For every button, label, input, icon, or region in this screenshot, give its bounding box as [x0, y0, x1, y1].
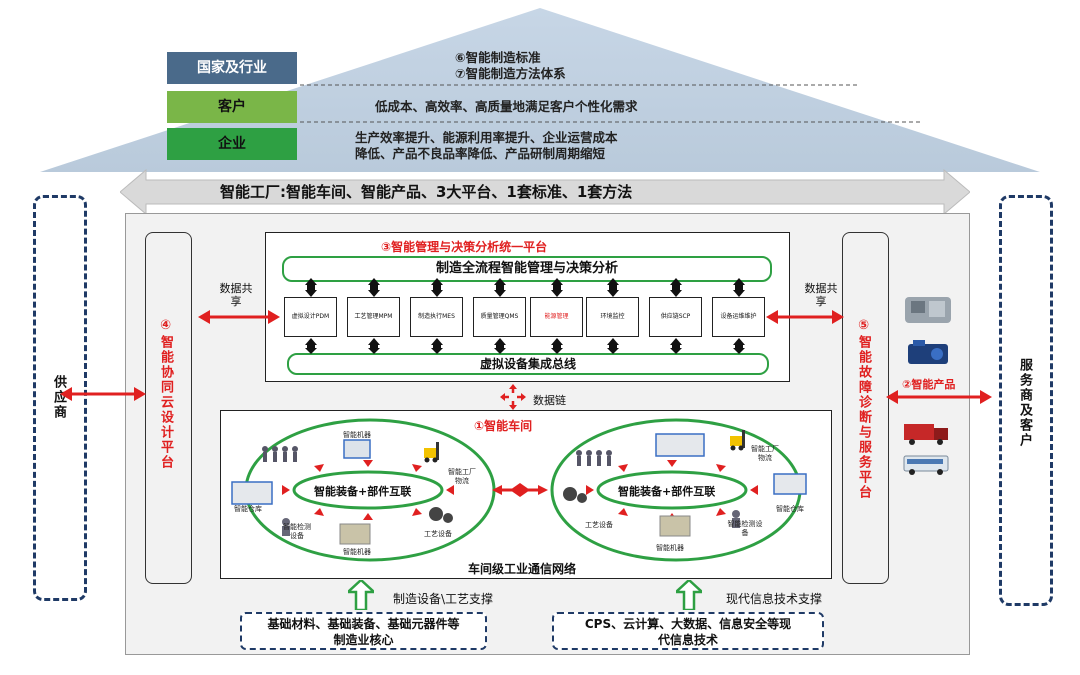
workshop-left-label-2: 智能仓库 — [234, 505, 262, 513]
roof-text-enterprise-1: 生产效率提升、能源利用率提升、企业运营成本 — [355, 130, 618, 145]
roof-label-enterprise: 企业 — [167, 128, 297, 160]
workshop-right-label-3: 智能检测设备 — [727, 520, 763, 537]
smart-product-label: ②智能产品 — [902, 378, 956, 391]
module-pdm: 虚拟设计PDM — [284, 297, 337, 337]
data-chain-icon — [500, 384, 526, 410]
motor-image — [908, 340, 948, 364]
roof-text-national-1: ⑥智能制造标准 — [455, 50, 541, 65]
support-arrow-right — [676, 580, 702, 610]
module-maintenance: 设备运维维护 — [712, 297, 765, 337]
module-scp: 供应链SCP — [649, 297, 702, 337]
data-share-left-label: 数据共享 — [219, 282, 253, 308]
smart-product-arrow — [886, 390, 992, 404]
workshop-title: ①智能车间 — [474, 419, 533, 433]
support-left-caption: 制造设备\工艺支撑 — [393, 592, 494, 606]
workshop-left-label-1: 智能工厂物流 — [448, 468, 476, 485]
data-share-arrow-left — [198, 310, 280, 324]
workshop-left-label-5: 智能机器 — [343, 548, 371, 556]
supplier-box — [33, 195, 87, 601]
workshop-diagram — [231, 418, 807, 562]
module-energy: 能源管理 — [530, 297, 583, 337]
module-mes: 制造执行MES — [410, 297, 463, 337]
workshop-left-label-3: 智能检测设备 — [283, 523, 311, 540]
support-right-box-line2: 代信息技术 — [657, 633, 718, 647]
right-platform-label: ⑤智能故障诊断与服务平台 — [856, 318, 871, 500]
workshop-center-left: 智能装备+部件互联 — [314, 485, 412, 498]
workshop-left-label-4: 工艺设备 — [424, 530, 452, 538]
data-share-right-label: 数据共享 — [804, 282, 838, 308]
engine-image — [905, 297, 951, 323]
support-right-box: CPS、云计算、大数据、信息安全等现 代信息技术 — [552, 612, 824, 650]
workshop-right-label-0: 智能工厂物流 — [751, 445, 779, 462]
module-environment: 环境监控 — [586, 297, 639, 337]
top-platform-bus: 虚拟设备集成总线 — [287, 353, 769, 375]
support-right-box-line1: CPS、云计算、大数据、信息安全等现 — [584, 617, 792, 631]
data-chain-label: 数据链 — [533, 394, 566, 407]
support-left-box-line1: 基础材料、基础装备、基础元器件等 — [267, 617, 460, 631]
support-left-box: 基础材料、基础装备、基础元器件等 制造业核心 — [240, 612, 487, 650]
workshop-right-label-2: 智能机器 — [656, 544, 684, 552]
support-left-box-line2: 制造业核心 — [333, 633, 394, 647]
workshop-right-label-1: 工艺设备 — [585, 521, 613, 529]
left-platform — [145, 232, 192, 584]
data-share-arrow-right — [766, 310, 844, 324]
module-qms: 质量管理QMS — [473, 297, 526, 337]
top-platform-title: ③智能管理与决策分析统一平台 — [381, 240, 548, 254]
right-platform — [842, 232, 889, 584]
support-right-caption: 现代信息技术支撑 — [726, 592, 823, 606]
workshop-left-label-0: 智能机器 — [343, 431, 371, 439]
module-mpm: 工艺管理MPM — [347, 297, 400, 337]
bus-image — [903, 455, 949, 475]
roof-text-national-2: ⑦智能制造方法体系 — [455, 66, 566, 81]
top-platform-bar: 制造全流程智能管理与决策分析 — [282, 256, 772, 282]
module-connectors — [305, 278, 745, 354]
service-label: 服务商及客户 — [1017, 358, 1032, 448]
service-box — [999, 195, 1053, 606]
banner-arrow — [120, 168, 970, 216]
left-platform-label: ④智能协同云设计平台 — [158, 318, 173, 470]
workshop-right-label-4: 智能仓库 — [776, 505, 804, 513]
supplier-arrow — [60, 387, 146, 401]
banner-text: 智能工厂:智能车间、智能产品、3大平台、1套标准、1套方法 — [220, 183, 633, 201]
roof-label-national: 国家及行业 — [167, 52, 297, 84]
support-arrow-left — [348, 580, 374, 610]
roof-text-customer: 低成本、高效率、高质量地满足客户个性化需求 — [375, 99, 638, 114]
roof-text-enterprise-2: 降低、产品不良品率降低、产品研制周期缩短 — [355, 146, 606, 161]
supplier-label: 供应商 — [51, 375, 66, 420]
workshop-center-right: 智能装备+部件互联 — [618, 485, 716, 498]
truck-image — [904, 424, 948, 445]
roof-label-customer: 客户 — [167, 91, 297, 123]
workshop-network: 车间级工业通信网络 — [468, 562, 577, 576]
